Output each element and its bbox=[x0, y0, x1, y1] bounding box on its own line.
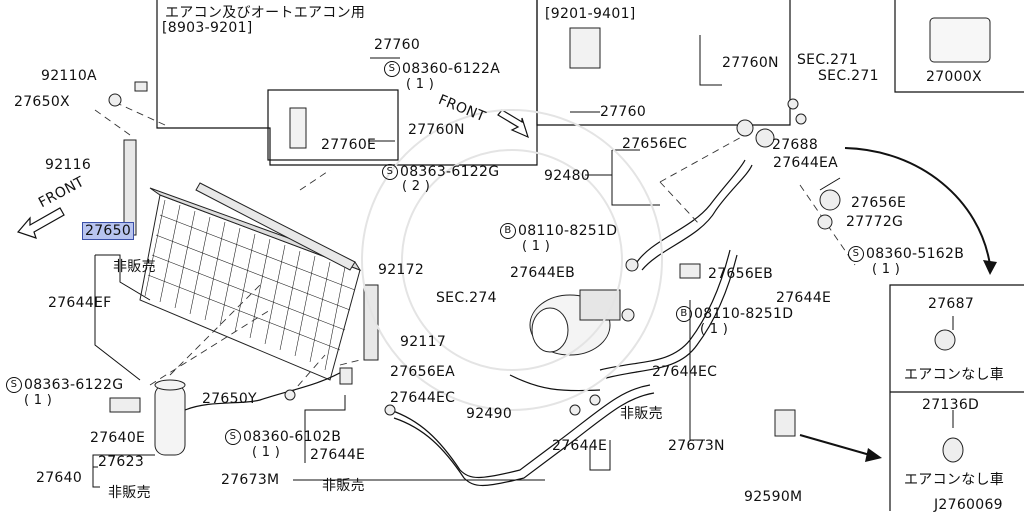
watermark-crest bbox=[361, 109, 663, 411]
part-27640[interactable]: 27640 bbox=[36, 470, 83, 486]
sec-274[interactable]: SEC.274 bbox=[436, 290, 497, 306]
compressor bbox=[529, 289, 621, 356]
b-mark: B bbox=[676, 306, 692, 322]
part-27656EB[interactable]: 27656EB bbox=[708, 266, 774, 282]
solid-leaders bbox=[92, 35, 954, 488]
part-27000X[interactable]: 27000X bbox=[926, 69, 982, 85]
inset-title: エアコン及びオートエアコン用 bbox=[165, 5, 366, 21]
qty-c: ( 1 ) bbox=[406, 77, 435, 92]
condenser bbox=[139, 187, 362, 381]
inset-frame-upper-left-detail bbox=[267, 89, 399, 161]
b-mark: B bbox=[500, 223, 516, 239]
part-27772G[interactable]: 27772G bbox=[846, 214, 904, 230]
part-27656EC[interactable]: 27656EC bbox=[622, 136, 688, 152]
inset2-range: [9201-9401] bbox=[545, 6, 636, 22]
part-92117[interactable]: 92117 bbox=[400, 334, 447, 350]
no-aircon-note-1: エアコンなし車 bbox=[904, 367, 1005, 383]
part-27650-highlighted[interactable]: 27650 bbox=[82, 222, 135, 240]
part-27673N[interactable]: 27673N bbox=[668, 438, 725, 454]
part-27644EC-a[interactable]: 27644EC bbox=[390, 390, 456, 406]
qty-e: ( 1 ) bbox=[522, 239, 551, 254]
part-92116[interactable]: 92116 bbox=[45, 157, 92, 173]
part-27644EA[interactable]: 27644EA bbox=[773, 155, 839, 171]
part-27673M[interactable]: 27673M bbox=[221, 472, 280, 488]
part-27644EF[interactable]: 27644EF bbox=[48, 295, 112, 311]
reference-arrow-2-head bbox=[865, 448, 882, 462]
s-mark: S bbox=[225, 429, 241, 445]
s-mark: S bbox=[848, 246, 864, 262]
part-92172[interactable]: 92172 bbox=[378, 262, 425, 278]
seal-strip-92116 bbox=[123, 139, 137, 236]
part-92590M[interactable]: 92590M bbox=[744, 489, 803, 505]
inset-frame-right-top bbox=[894, 0, 1024, 93]
part-27650X[interactable]: 27650X bbox=[14, 94, 70, 110]
inset-range: [8903-9201] bbox=[162, 20, 253, 36]
part-27760N-b[interactable]: 27760N bbox=[722, 55, 779, 71]
part-27644E-c[interactable]: 27644E bbox=[552, 438, 608, 454]
not-for-sale-note-2: 非販売 bbox=[108, 485, 151, 501]
qty-d: ( 2 ) bbox=[402, 179, 431, 194]
part-27644E-b[interactable]: 27644E bbox=[776, 290, 832, 306]
doc-id: J2760069 bbox=[934, 497, 1003, 513]
receiver-drier bbox=[109, 379, 186, 456]
reference-arrow-curve bbox=[844, 147, 991, 266]
small-parts bbox=[108, 17, 991, 463]
part-27760-b[interactable]: 27760 bbox=[600, 104, 647, 120]
part-27760N-a[interactable]: 27760N bbox=[408, 122, 465, 138]
part-27688[interactable]: 27688 bbox=[772, 137, 819, 153]
part-27687[interactable]: 27687 bbox=[928, 296, 975, 312]
part-27650Y[interactable]: 27650Y bbox=[202, 391, 257, 407]
part-27760E[interactable]: 27760E bbox=[321, 137, 377, 153]
part-92480[interactable]: 92480 bbox=[544, 168, 591, 184]
front-arrows bbox=[16, 109, 529, 239]
part-27656E[interactable]: 27656E bbox=[851, 195, 907, 211]
part-92490[interactable]: 92490 bbox=[466, 406, 513, 422]
not-for-sale-note-1: 非販売 bbox=[113, 259, 156, 275]
s-mark: S bbox=[6, 377, 22, 393]
qty-f: ( 1 ) bbox=[872, 262, 901, 277]
part-27656EA[interactable]: 27656EA bbox=[390, 364, 456, 380]
qty-a: ( 1 ) bbox=[24, 393, 53, 408]
dashed-leaders bbox=[94, 99, 856, 396]
not-for-sale-note-4: 非販売 bbox=[620, 406, 663, 422]
qty-g: ( 1 ) bbox=[700, 322, 729, 337]
part-27644E-a[interactable]: 27644E bbox=[310, 447, 366, 463]
sec-271-b[interactable]: SEC.271 bbox=[818, 68, 879, 84]
reference-arrow-2 bbox=[799, 434, 871, 456]
part-27640E[interactable]: 27640E bbox=[90, 430, 146, 446]
qty-b: ( 1 ) bbox=[252, 445, 281, 460]
no-aircon-note-2: エアコンなし車 bbox=[904, 472, 1005, 488]
part-27644EC-b[interactable]: 27644EC bbox=[652, 364, 718, 380]
sec-271-a[interactable]: SEC.271 bbox=[797, 52, 858, 68]
part-92110A[interactable]: 92110A bbox=[41, 68, 97, 84]
inset-frame-left bbox=[156, 0, 538, 166]
part-27644EB[interactable]: 27644EB bbox=[510, 265, 576, 281]
part-27623[interactable]: 27623 bbox=[98, 454, 145, 470]
inset-frame-middle bbox=[536, 0, 791, 126]
seal-strip-92172 bbox=[195, 182, 356, 271]
inset-frame-right-bottom bbox=[889, 284, 1024, 511]
part-27760-a[interactable]: 27760 bbox=[374, 37, 421, 53]
not-for-sale-note-3: 非販売 bbox=[322, 478, 365, 494]
reference-arrow-head bbox=[983, 260, 997, 275]
part-27136D[interactable]: 27136D bbox=[922, 397, 980, 413]
s-mark: S bbox=[382, 164, 398, 180]
s-mark: S bbox=[384, 61, 400, 77]
